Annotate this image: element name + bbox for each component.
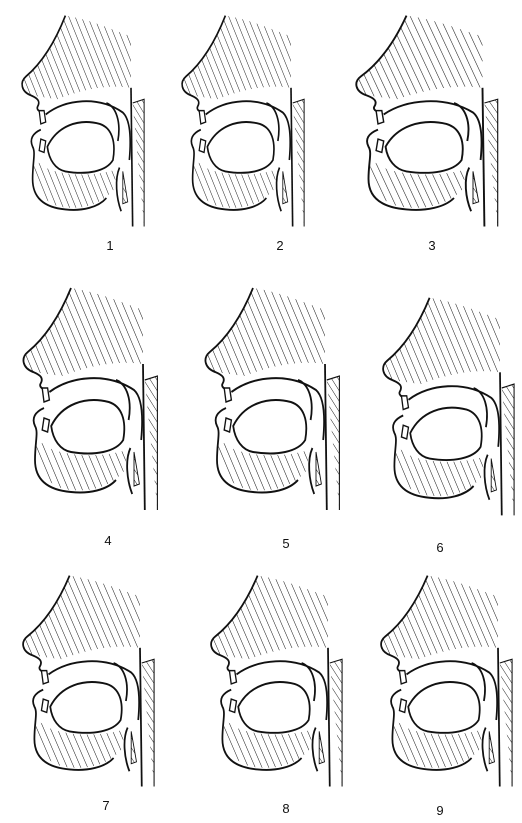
panel-label: 1 bbox=[106, 238, 113, 253]
panel-label: 2 bbox=[276, 238, 283, 253]
panel-3: 3 bbox=[356, 16, 497, 253]
panel-label: 9 bbox=[436, 803, 443, 818]
panel-label: 7 bbox=[102, 798, 109, 813]
panel-label: 5 bbox=[282, 536, 289, 551]
panel-6: 6 bbox=[383, 298, 514, 555]
panel-7: 7 bbox=[23, 576, 154, 813]
panel-label: 4 bbox=[104, 533, 111, 548]
panel-1: 1 bbox=[22, 16, 144, 253]
panel-4: 4 bbox=[23, 288, 157, 548]
panel-5: 5 bbox=[205, 288, 339, 551]
panel-9: 9 bbox=[381, 576, 512, 818]
panel-label: 6 bbox=[436, 540, 443, 555]
panel-8: 8 bbox=[211, 576, 342, 816]
panel-label: 8 bbox=[282, 801, 289, 816]
panel-label: 3 bbox=[428, 238, 435, 253]
panel-2: 2 bbox=[182, 16, 304, 253]
